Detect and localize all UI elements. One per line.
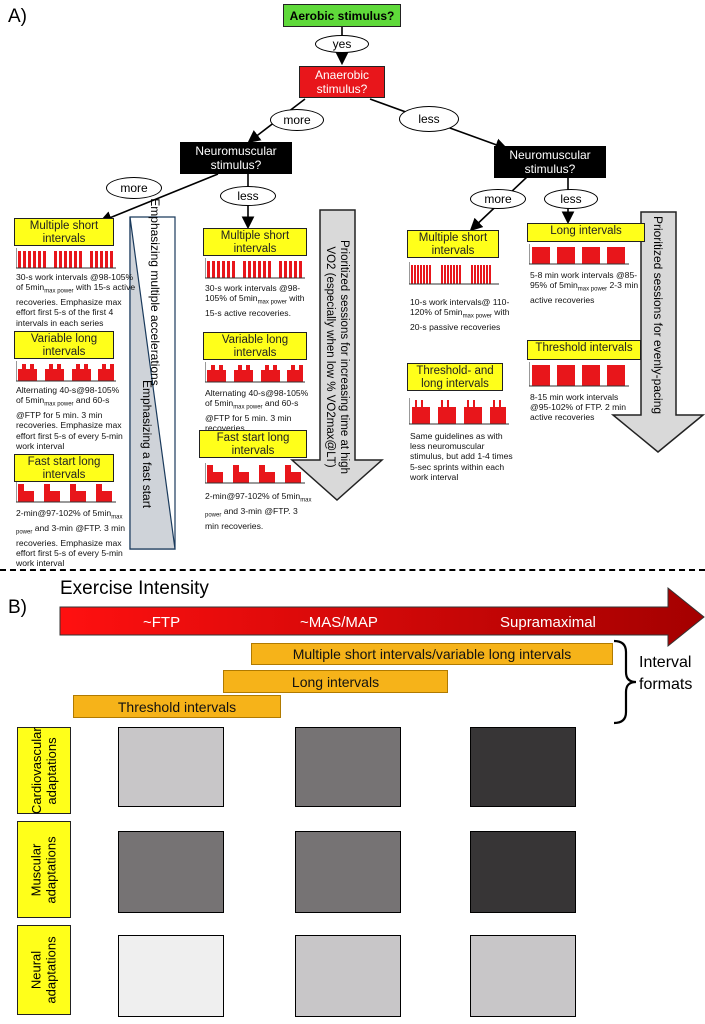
intensity-title: Exercise Intensity [60, 578, 209, 599]
row-label-muscular: Muscular adaptations [17, 821, 71, 918]
bar-long-intervals: Long intervals [223, 670, 448, 693]
col1-multiple-short-box: Multiple short intervals [14, 218, 114, 246]
col1-desc2: Alternating 40-s@98-105% of 5minmax powe… [16, 385, 123, 451]
col1-short-interval-graphic [15, 248, 116, 277]
col2-multiple-short-box: Multiple short intervals [203, 228, 307, 256]
col2-prioritized-arrow-text: Prioritized sessions for increasing time… [324, 240, 350, 474]
col1-variable-long-graphic [15, 361, 116, 390]
col1-desc1: 30-s work intervals @98-105% of 5minmax … [16, 272, 136, 328]
interval-formats-bracket [613, 639, 637, 725]
more-ellipse-top: more [270, 109, 324, 131]
wedge-label-fast-start: Emphasizing a fast start [140, 379, 154, 509]
col4-long-interval-graphic [528, 244, 629, 273]
aerobic-stimulus-node: Aerobic stimulus? [283, 4, 401, 27]
col4-desc1: 5-8 min work intervals @85-95% of 5minma… [530, 270, 639, 306]
neuromuscular-node-right: Neuromuscular stimulus? [494, 146, 606, 178]
col4-long-intervals-box: Long intervals [527, 223, 645, 242]
panel-separator [0, 569, 705, 571]
intensity-label-ftp: ~FTP [143, 614, 181, 631]
anaerobic-stimulus-node: Anaerobic stimulus? [299, 66, 385, 98]
col4-threshold-graphic [528, 362, 629, 395]
col2-desc2: Alternating 40-s@98-105% of 5minmax powe… [205, 388, 309, 434]
grid-cardio-supra [470, 727, 576, 807]
col3-desc1: 10-s work intervals@ 110-120% of 5minmax… [410, 297, 510, 333]
flow-connectors [99, 27, 705, 550]
less-ellipse-right: less [544, 189, 598, 209]
bar-multiple-short-variable-long: Multiple short intervals/variable long i… [251, 643, 613, 665]
row-label-neural: Neural adaptations [17, 925, 71, 1015]
col2-variable-long-box: Variable long intervals [203, 332, 307, 360]
grid-muscular-ftp [118, 831, 224, 913]
col2-desc3: 2-min@97-102% of 5minmax power and 3-min… [205, 491, 312, 531]
col3-short-sprint-graphic [408, 262, 499, 293]
col1-variable-long-box: Variable long intervals [14, 331, 114, 359]
col3-threshold-long-box: Threshold- and long intervals [407, 363, 503, 391]
col2-fast-start-graphic [204, 463, 305, 492]
col4-prioritized-arrow-text: Prioritized sessions for evenly-pacing [651, 215, 665, 415]
row-label-cardiovascular: Cardiovascular adaptations [17, 727, 71, 814]
col2-fast-start-box: Fast start long intervals [199, 430, 307, 458]
col1-desc3: 2-min@97-102% of 5minmax power and 3-min… [16, 508, 125, 569]
col2-desc1: 30-s work intervals @98-105% of 5minmax … [205, 283, 305, 319]
less-ellipse-top: less [399, 106, 459, 132]
interval-formats-label: Interval formats [639, 654, 693, 693]
col3-desc2: Same guidelines as with less neuromuscul… [410, 431, 513, 482]
col2-variable-long-graphic [204, 362, 305, 391]
grid-cardio-masmap [295, 727, 401, 807]
more-ellipse-right: more [470, 189, 526, 209]
grid-cardio-ftp [118, 727, 224, 807]
grid-neural-masmap [295, 935, 401, 1017]
col3-multiple-short-box: Multiple short intervals [407, 230, 499, 258]
bar-threshold-intervals: Threshold intervals [73, 695, 281, 718]
yes-ellipse: yes [315, 35, 369, 53]
panel-a-label: A) [8, 6, 27, 27]
more-ellipse-left: more [106, 177, 162, 199]
neuromuscular-node-left: Neuromuscular stimulus? [180, 142, 292, 174]
col2-short-interval-graphic [204, 258, 305, 287]
grid-neural-ftp [118, 935, 224, 1017]
intensity-arrow [59, 586, 705, 648]
grid-neural-supra [470, 935, 576, 1017]
grid-muscular-masmap [295, 831, 401, 913]
col4-threshold-box: Threshold intervals [527, 340, 641, 360]
col4-desc2: 8-15 min work intervals @95-102% of FTP.… [530, 392, 626, 423]
col1-fast-start-box: Fast start long intervals [14, 454, 114, 482]
grid-muscular-supra [470, 831, 576, 913]
intensity-label-supramaximal: Supramaximal [500, 614, 596, 631]
panel-b-label: B) [8, 597, 27, 618]
col1-fast-start-graphic [15, 482, 116, 511]
intensity-label-mas-map: ~MAS/MAP [300, 614, 378, 631]
less-ellipse-left: less [220, 186, 276, 206]
col3-threshold-sprint-graphic [408, 398, 509, 433]
